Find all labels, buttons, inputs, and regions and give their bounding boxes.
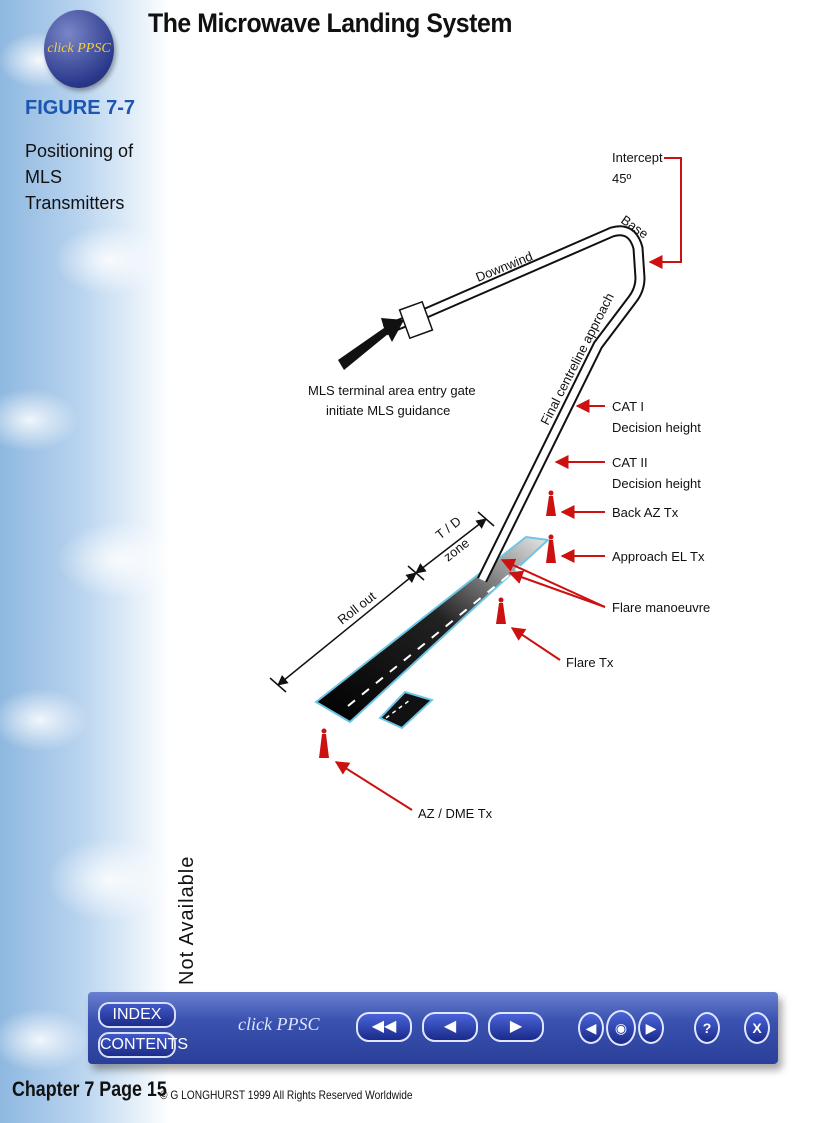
az-dme-transmitter: [319, 728, 329, 758]
flare-tx-label: Flare Tx: [566, 655, 614, 670]
back-az-transmitter: [546, 490, 556, 516]
intercept-label: Intercept: [612, 150, 663, 165]
chapter-label: Chapter 7: [12, 1078, 95, 1101]
entry-gate-label-2: initiate MLS guidance: [326, 403, 450, 418]
figure-number: FIGURE 7-7: [25, 97, 136, 119]
flare-transmitter: [496, 597, 506, 624]
close-button[interactable]: X: [744, 1012, 770, 1044]
flight-path: [338, 225, 646, 583]
figure-caption: Positioning of MLS Transmitters: [25, 141, 134, 213]
az-dme-label: AZ / DME Tx: [418, 806, 493, 821]
cat2-decision-label: Decision height: [612, 476, 701, 491]
approach-el-label: Approach EL Tx: [612, 549, 705, 564]
help-icon: ?: [702, 1020, 712, 1036]
first-page-button[interactable]: ◀◀: [356, 1012, 412, 1042]
flare-manoeuvre-label: Flare manoeuvre: [612, 600, 710, 615]
copyright-text: © G LONGHURST 1999 All Rights Reserved W…: [160, 1088, 413, 1102]
ppsc-logo: click PPSC: [44, 10, 114, 88]
close-icon: X: [752, 1020, 762, 1036]
binoculars-icon: ◉: [614, 1020, 628, 1036]
forward-button[interactable]: ▶: [638, 1012, 664, 1044]
navbar-logo: click PPSC: [238, 1014, 320, 1034]
left-arrow-icon: ◀: [585, 1020, 597, 1036]
search-button[interactable]: ◉: [606, 1010, 636, 1046]
cat2-label: CAT II: [612, 455, 648, 470]
left-arrow-icon: ◀: [443, 1018, 457, 1035]
chapter-page-label: Chapter 7 Page 15: [12, 1078, 167, 1102]
page-label: Page 15: [99, 1078, 167, 1101]
previous-page-button[interactable]: ◀: [422, 1012, 478, 1042]
sky-background: [0, 0, 170, 1123]
right-arrow-icon: ▶: [509, 1018, 523, 1035]
not-available-note: Not Available: [176, 855, 198, 985]
entry-gate-label-1: MLS terminal area entry gate: [308, 383, 476, 398]
approach-el-transmitter: [546, 534, 556, 563]
back-az-label: Back AZ Tx: [612, 505, 679, 520]
help-button[interactable]: ?: [694, 1012, 720, 1044]
index-button[interactable]: INDEX: [98, 1002, 176, 1028]
navigation-bar: INDEX CONTENTS click PPSC ◀◀ ◀ ▶ ◀ ◉ ▶ ?…: [88, 992, 778, 1064]
intercept-angle: 45º: [612, 171, 631, 186]
next-page-button[interactable]: ▶: [488, 1012, 544, 1042]
double-left-arrow-icon: ◀◀: [371, 1018, 397, 1035]
page-title: The Microwave Landing System: [148, 8, 512, 38]
cat1-decision-label: Decision height: [612, 420, 701, 435]
cat1-label: CAT I: [612, 399, 644, 414]
back-button[interactable]: ◀: [578, 1012, 604, 1044]
contents-button[interactable]: CONTENTS: [98, 1032, 188, 1058]
right-arrow-icon: ▶: [645, 1020, 657, 1036]
